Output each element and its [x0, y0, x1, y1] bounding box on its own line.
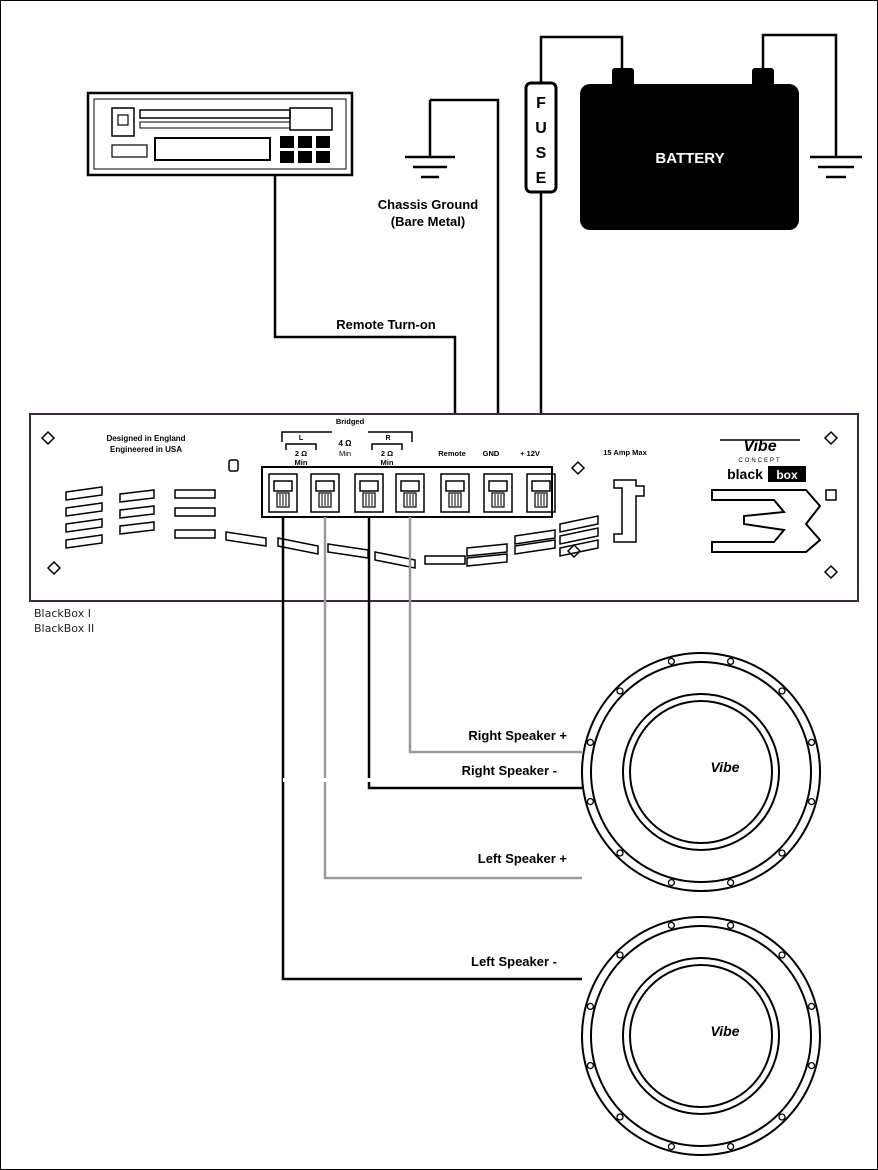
right-channel-label: R	[385, 435, 390, 442]
speaker-mount-hole	[616, 951, 624, 959]
speaker-mount-hole	[726, 878, 735, 887]
speaker-brand-text: Vibe	[710, 759, 739, 775]
right-speaker: Vibe	[581, 652, 821, 892]
remote-turn-on-label: Remote Turn-on	[336, 317, 435, 332]
brand-vibe-text: Vibe	[743, 438, 776, 455]
brand-box-text: box	[776, 468, 798, 482]
brand-black-text: black	[727, 466, 763, 482]
battery-label: BATTERY	[655, 150, 724, 167]
mounting-hole	[570, 460, 586, 476]
speaker-mount-hole	[778, 687, 786, 695]
speaker-mount-hole	[586, 738, 595, 747]
fuse-letter: S	[536, 145, 547, 162]
speaker-mount-hole	[778, 1113, 786, 1121]
speaker-mount-hole	[586, 797, 595, 806]
speaker-mount-hole	[586, 1002, 595, 1011]
speaker-mount-hole	[667, 921, 676, 930]
speaker-mount-hole	[586, 1061, 595, 1070]
brand-logo: Vibe CONCEPT black box	[711, 438, 837, 553]
mounting-hole	[566, 543, 582, 559]
mounting-hole	[40, 430, 56, 446]
bridged-impedance: 4 Ω	[338, 439, 352, 448]
speaker-mount-hole	[726, 1142, 735, 1151]
screw-terminal	[268, 473, 298, 513]
terminal-block	[261, 466, 556, 518]
designed-in-label: Designed in England	[106, 434, 185, 443]
remote-terminal-label: Remote	[438, 449, 466, 458]
head-unit	[86, 91, 354, 177]
mounting-hole	[823, 430, 839, 446]
battery: BATTERY	[580, 68, 799, 230]
screw-terminal	[354, 473, 384, 513]
power-wires	[273, 35, 624, 470]
fuse-letter: F	[536, 95, 546, 112]
speaker-mount-hole	[616, 687, 624, 695]
speaker-mount-hole	[807, 1061, 816, 1070]
left-min: Min	[295, 458, 308, 467]
brand-concept-text: CONCEPT	[738, 458, 781, 464]
engineered-in-label: Engineered in USA	[110, 445, 182, 454]
speaker-mount-hole	[778, 849, 786, 857]
fuse-letter: U	[535, 120, 547, 137]
bridged-min: Min	[339, 449, 351, 458]
right-min: Min	[381, 458, 394, 467]
chassis-ground-label: Chassis Ground	[378, 197, 478, 212]
model-numeral-graphic	[711, 489, 822, 553]
model-item: BlackBox II	[34, 622, 95, 635]
battery-ground-symbol	[761, 33, 862, 179]
left-speaker-plus-label: Left Speaker +	[478, 851, 568, 866]
speaker-mount-hole	[726, 921, 735, 930]
chassis-ground-sublabel: (Bare Metal)	[391, 214, 465, 229]
mounting-hole	[46, 560, 62, 576]
fuse: F U S E	[524, 81, 558, 194]
mounting-hole	[823, 564, 839, 580]
speaker-brand-text: Vibe	[710, 1023, 739, 1039]
model-list: BlackBox I BlackBox II	[34, 606, 94, 636]
speaker-mount-hole	[726, 657, 735, 666]
speaker-mount-hole	[616, 849, 624, 857]
speaker-mount-hole	[807, 1002, 816, 1011]
left-speaker-minus-label: Left Speaker -	[471, 954, 557, 969]
speaker-mount-hole	[778, 951, 786, 959]
model-item: BlackBox I	[34, 607, 91, 620]
left-speaker: Vibe	[581, 916, 821, 1156]
amplifier: Designed in England Engineered in USA	[29, 413, 859, 602]
speaker-mount-hole	[616, 1113, 624, 1121]
left-impedance: 2 Ω	[295, 449, 307, 458]
speaker-mount-hole	[667, 657, 676, 666]
right-speaker-minus-label: Right Speaker -	[462, 763, 557, 778]
screw-terminal	[395, 473, 425, 513]
chassis-ground-symbol	[405, 100, 455, 179]
gnd-terminal-label: GND	[483, 449, 500, 458]
speaker-mount-hole	[807, 738, 816, 747]
speaker-mount-hole	[667, 1142, 676, 1151]
screw-terminal	[526, 473, 556, 513]
amp-max-label: 15 Amp Max	[603, 448, 647, 457]
fuse-holder	[613, 479, 645, 543]
screw-terminal	[483, 473, 513, 513]
heatsink-vents	[65, 459, 599, 569]
screw-terminal	[440, 473, 470, 513]
bridged-label: Bridged	[336, 417, 365, 426]
right-speaker-plus-label: Right Speaker +	[468, 728, 567, 743]
fuse-letter: E	[536, 170, 547, 187]
speaker-mount-hole	[807, 797, 816, 806]
speaker-mount-hole	[667, 878, 676, 887]
plus12v-terminal-label: + 12V	[520, 449, 540, 458]
screw-terminal	[310, 473, 340, 513]
right-impedance: 2 Ω	[381, 449, 393, 458]
left-channel-label: L	[299, 435, 304, 442]
